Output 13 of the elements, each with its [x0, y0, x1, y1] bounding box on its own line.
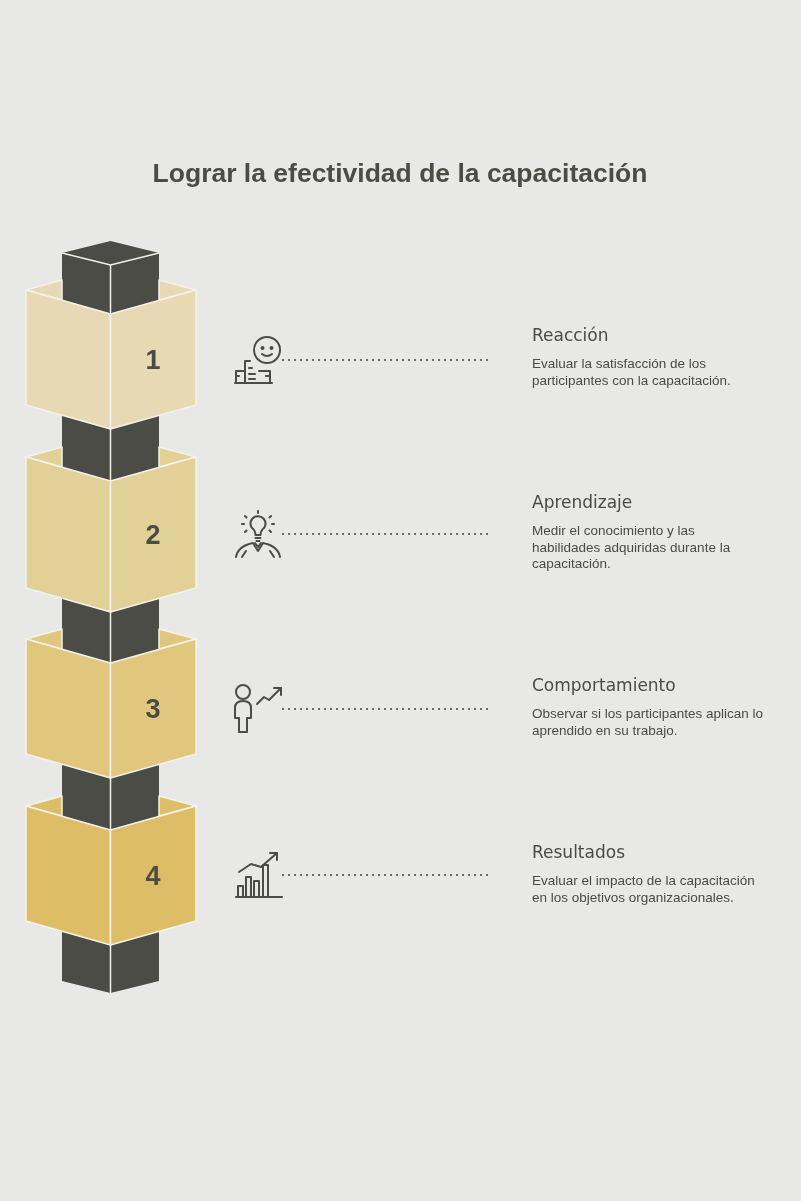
step-heading: Reacción: [532, 324, 609, 346]
step-description: Medir el conocimiento y las habilidades adquiridas durante la capacitación.: [532, 523, 732, 573]
step-description: Observar si los participantes aplican lo aprendido en su trabajo.: [532, 706, 764, 739]
diagram-title: Lograr la efectividad de la capacitación: [152, 157, 648, 190]
step-number: 2: [145, 519, 161, 550]
step-number: 4: [145, 860, 161, 891]
step-number: 3: [145, 693, 161, 724]
step-description: Evaluar la satisfacción de los participantes con la capacitación.: [532, 356, 732, 389]
step-description: Evaluar el impacto de la capacitación en los objetivos organizacionales.: [532, 873, 756, 906]
step-heading: Comportamiento: [532, 674, 676, 696]
step-number: 1: [145, 344, 161, 375]
step-heading: Aprendizaje: [532, 491, 633, 513]
step-heading: Resultados: [532, 841, 625, 863]
